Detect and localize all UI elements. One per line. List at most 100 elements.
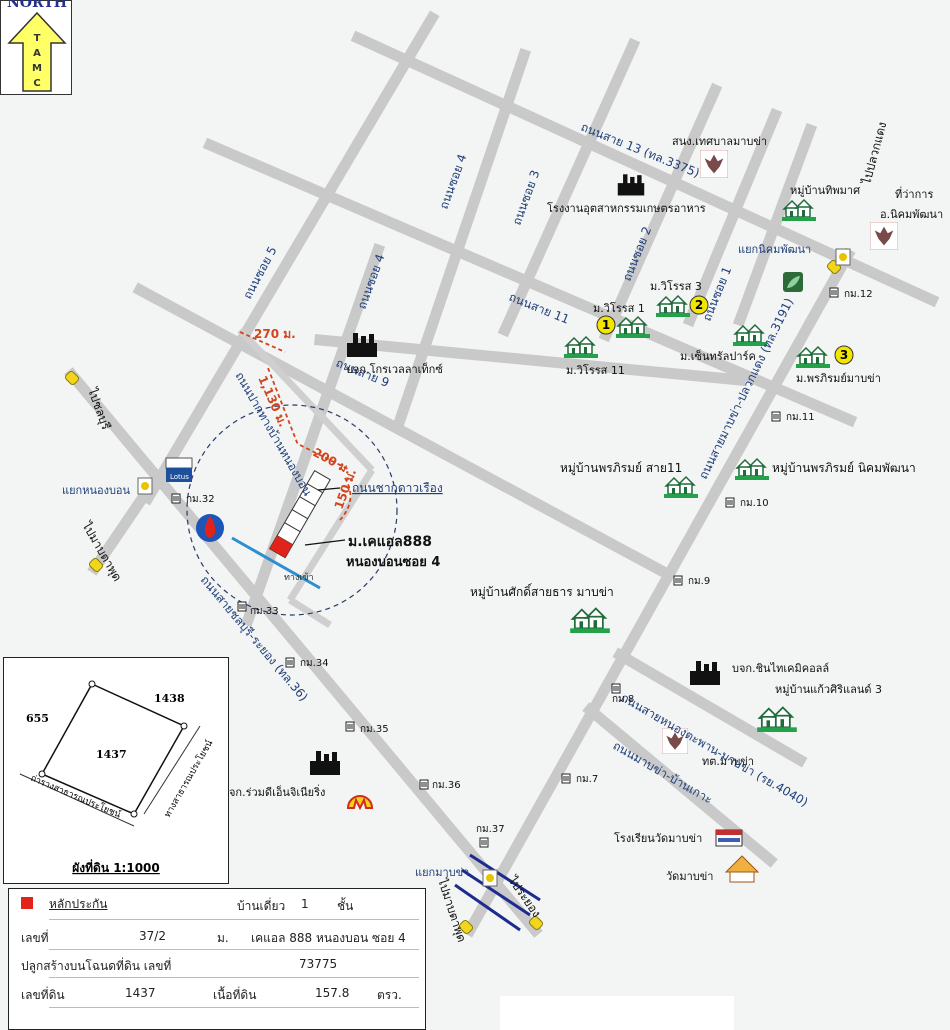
label-to-maptaphut-south: ไปมาบตาพุด — [434, 876, 469, 945]
green-leaf-logo-icon — [783, 272, 803, 292]
label-km7: กม.7 — [576, 774, 598, 785]
house-no-label: เลขที่ — [21, 931, 49, 945]
road-soi-link — [288, 597, 332, 628]
school-icon — [715, 829, 743, 847]
km-marker-icon — [829, 287, 839, 298]
label-road-soi4b: ถนนซอย 4 — [355, 252, 388, 311]
label-wirot11: ม.วิโรรส 11 — [566, 363, 625, 377]
km-marker-icon — [345, 721, 355, 732]
road-chonburi-rayong — [64, 367, 543, 938]
label-intersection-nikhom: แยกนิคมพัฒนา — [738, 243, 811, 256]
land-no-label: เลขที่ดิน — [21, 988, 65, 1002]
entry-road — [231, 536, 321, 590]
lotus-logo-icon — [165, 457, 193, 482]
road-maptaphut-plaengyao — [462, 247, 856, 938]
km-marker-icon — [673, 575, 683, 586]
collateral-label: หลักประกัน — [49, 897, 108, 911]
km-marker-icon — [419, 779, 429, 790]
house-icon — [664, 476, 698, 498]
lot-plan: 1438 655 1437 ถ่ารางสาธารณประโยชน์ ทางสา… — [3, 657, 229, 884]
area-unit: ตรว. — [377, 988, 402, 1002]
land-no-value: 1437 — [125, 986, 156, 1000]
garuda-emblem-icon — [700, 150, 728, 178]
label-km10: กม.10 — [740, 498, 769, 509]
label-km34: กม.34 — [300, 658, 329, 669]
label-km11: กม.11 — [786, 412, 815, 423]
label-km36: กม.36 — [432, 780, 461, 791]
ptt-logo-icon — [196, 514, 224, 542]
floors-value: 1 — [301, 897, 309, 911]
signal-light-icon — [486, 874, 494, 882]
intersection-icons — [137, 248, 851, 887]
house-icon — [757, 706, 797, 732]
area-value: 157.8 — [315, 986, 350, 1000]
floors-unit: ชั้น — [337, 899, 354, 913]
km-labels: กม.12 กม.11 กม.10 กม.9 กม.8 กม.7 กม.32 ก… — [186, 289, 873, 835]
title-deed-value: 73775 — [299, 957, 338, 971]
label-kl888: ม.เคแอล888 — [348, 534, 432, 550]
shell-logo-icon — [346, 795, 374, 811]
garuda-emblem-icon — [870, 222, 898, 250]
lot-plan-drawing: 1438 655 1437 ถ่ารางสาธารณประโยชน์ ทางสา… — [19, 680, 215, 875]
north-badge-t: T — [34, 33, 41, 44]
road-soi-east — [732, 122, 818, 328]
label-central-park: ม.เซ็นทรัลปาร์ค — [680, 349, 756, 363]
km-marker-icon — [561, 773, 571, 784]
north-label: NORTH — [6, 0, 68, 11]
house-icon — [735, 458, 769, 480]
label-km37: กม.37 — [476, 824, 505, 835]
label-mapkha-intersection: แยกมาบข่า — [415, 866, 469, 879]
marker-3: 3 — [840, 348, 848, 362]
label-nikhom-district: อ.นิคมพัฒนา — [880, 208, 943, 221]
house-type: บ้านเดี่ยว — [237, 899, 286, 913]
label-pornpirom-mapkha: ม.พรภิรมย์มาบข่า — [796, 372, 881, 385]
label-sanong: สนง.เทศบาลมาบข่า — [672, 135, 767, 148]
factory-icon — [690, 661, 720, 685]
property-block — [268, 470, 331, 559]
label-to-plaengyao: ไปปลวกแดง — [859, 120, 889, 186]
label-school: โรงเรียนวัดมาบข่า — [614, 831, 702, 845]
place-labels: สนง.เทศบาลมาบข่า โรงงานอุตสาหกรรมเกษตรอา… — [62, 120, 943, 944]
village-label: ม. — [217, 931, 229, 945]
km-marker-icon — [771, 411, 781, 422]
property-marker — [269, 535, 293, 558]
label-km9: กม.9 — [688, 576, 710, 587]
title-deed-label: ปลูกสร้างบนโฉนดที่ดิน เลขที่ — [21, 959, 172, 973]
lot-1438: 1438 — [154, 692, 185, 705]
label-kaew-siri: หมู่บ้านแก้วศิริแลนด์ 3 — [775, 683, 882, 696]
signal-light-icon — [839, 253, 847, 261]
label-pornpirom-sai11: หมู่บ้านพรภิรมย์ สาย11 — [560, 461, 682, 476]
label-entry: ทางเข้า — [284, 572, 314, 583]
marker-1: 1 — [602, 318, 610, 332]
house-icon — [656, 295, 690, 317]
lot-road-left: ถ่ารางสาธารณประโยชน์ — [29, 772, 123, 821]
km-marker-icon — [479, 837, 489, 848]
road-to-maptaphut-west — [87, 482, 156, 576]
label-glow: บจก.โกรเวลลาเท็กซ์ — [346, 362, 443, 376]
lot-655: 655 — [26, 712, 49, 725]
label-lotus: Lotus — [170, 473, 189, 481]
factory-icon — [310, 751, 340, 775]
label-saksaithan: หมู่บ้านศักดิ์สายธาร มาบข่า — [470, 583, 614, 600]
north-indicator: NORTH T A M C — [0, 0, 72, 95]
north-badge-m: M — [32, 63, 42, 74]
house-icon — [570, 607, 610, 633]
blank-patch — [500, 996, 734, 1030]
marker-2: 2 — [695, 298, 703, 312]
road-pak-chong — [237, 327, 375, 473]
road-soi2 — [598, 82, 723, 343]
km-marker-icon — [171, 493, 181, 504]
label-temple: วัดมาบข่า — [666, 870, 713, 883]
lot-road-right: ทางสาธารณประโยชน์ — [161, 738, 215, 820]
collateral-marker-swatch — [21, 897, 33, 909]
collateral-info-panel: หลักประกัน บ้านเดี่ยว 1 ชั้น เลขที่ 37/2… — [8, 888, 426, 1030]
distance-line-200 — [299, 444, 351, 471]
signal-light-icon — [141, 482, 149, 490]
km-marker-icon — [725, 497, 735, 508]
factory-icon — [617, 174, 645, 196]
label-nongbon-intersection: แยกหนองบอน — [62, 484, 131, 497]
road-labels: ถนนสาย 13 (ทล.3375) ถนนสาย 11 ถนนสาย 9 ถ… — [197, 120, 811, 810]
label-wirot1: ม.วิโรรส 1 — [593, 301, 645, 315]
label-wirot3: ม.วิโรรส 3 — [650, 279, 702, 293]
label-km33: กม.33 — [250, 606, 279, 617]
